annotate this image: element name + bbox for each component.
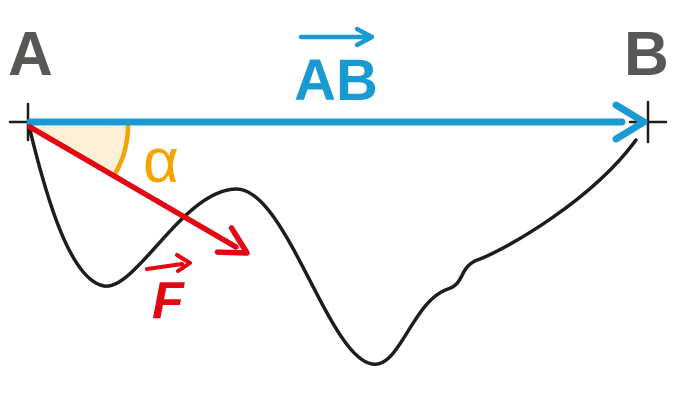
- vector-f-overarrow-head: [175, 253, 192, 273]
- point-b-marker: [628, 100, 668, 144]
- vector-f: [27, 124, 250, 256]
- curved-path: [28, 128, 638, 366]
- vector-ab-arrowhead-icon: [612, 101, 648, 143]
- vector-ab-overarrow-head: [354, 26, 375, 48]
- vector-ab-overarrow-icon: [298, 26, 375, 48]
- angle-marker: [32, 123, 131, 177]
- angle-fill: [32, 126, 128, 174]
- vector-f-overarrow-line: [145, 262, 184, 271]
- vector-ab: [26, 101, 648, 143]
- vector-f-overarrow-icon: [145, 253, 192, 273]
- angle-alpha-label: α: [143, 127, 179, 196]
- vector-f-arrowhead-icon: [214, 225, 250, 256]
- point-a-label: A: [8, 20, 53, 89]
- vector-f-line: [27, 124, 239, 250]
- vector-ab-label: AB: [294, 48, 378, 113]
- angle-arc: [112, 123, 131, 177]
- point-b-label: B: [624, 20, 669, 89]
- vector-f-label: F: [152, 272, 185, 330]
